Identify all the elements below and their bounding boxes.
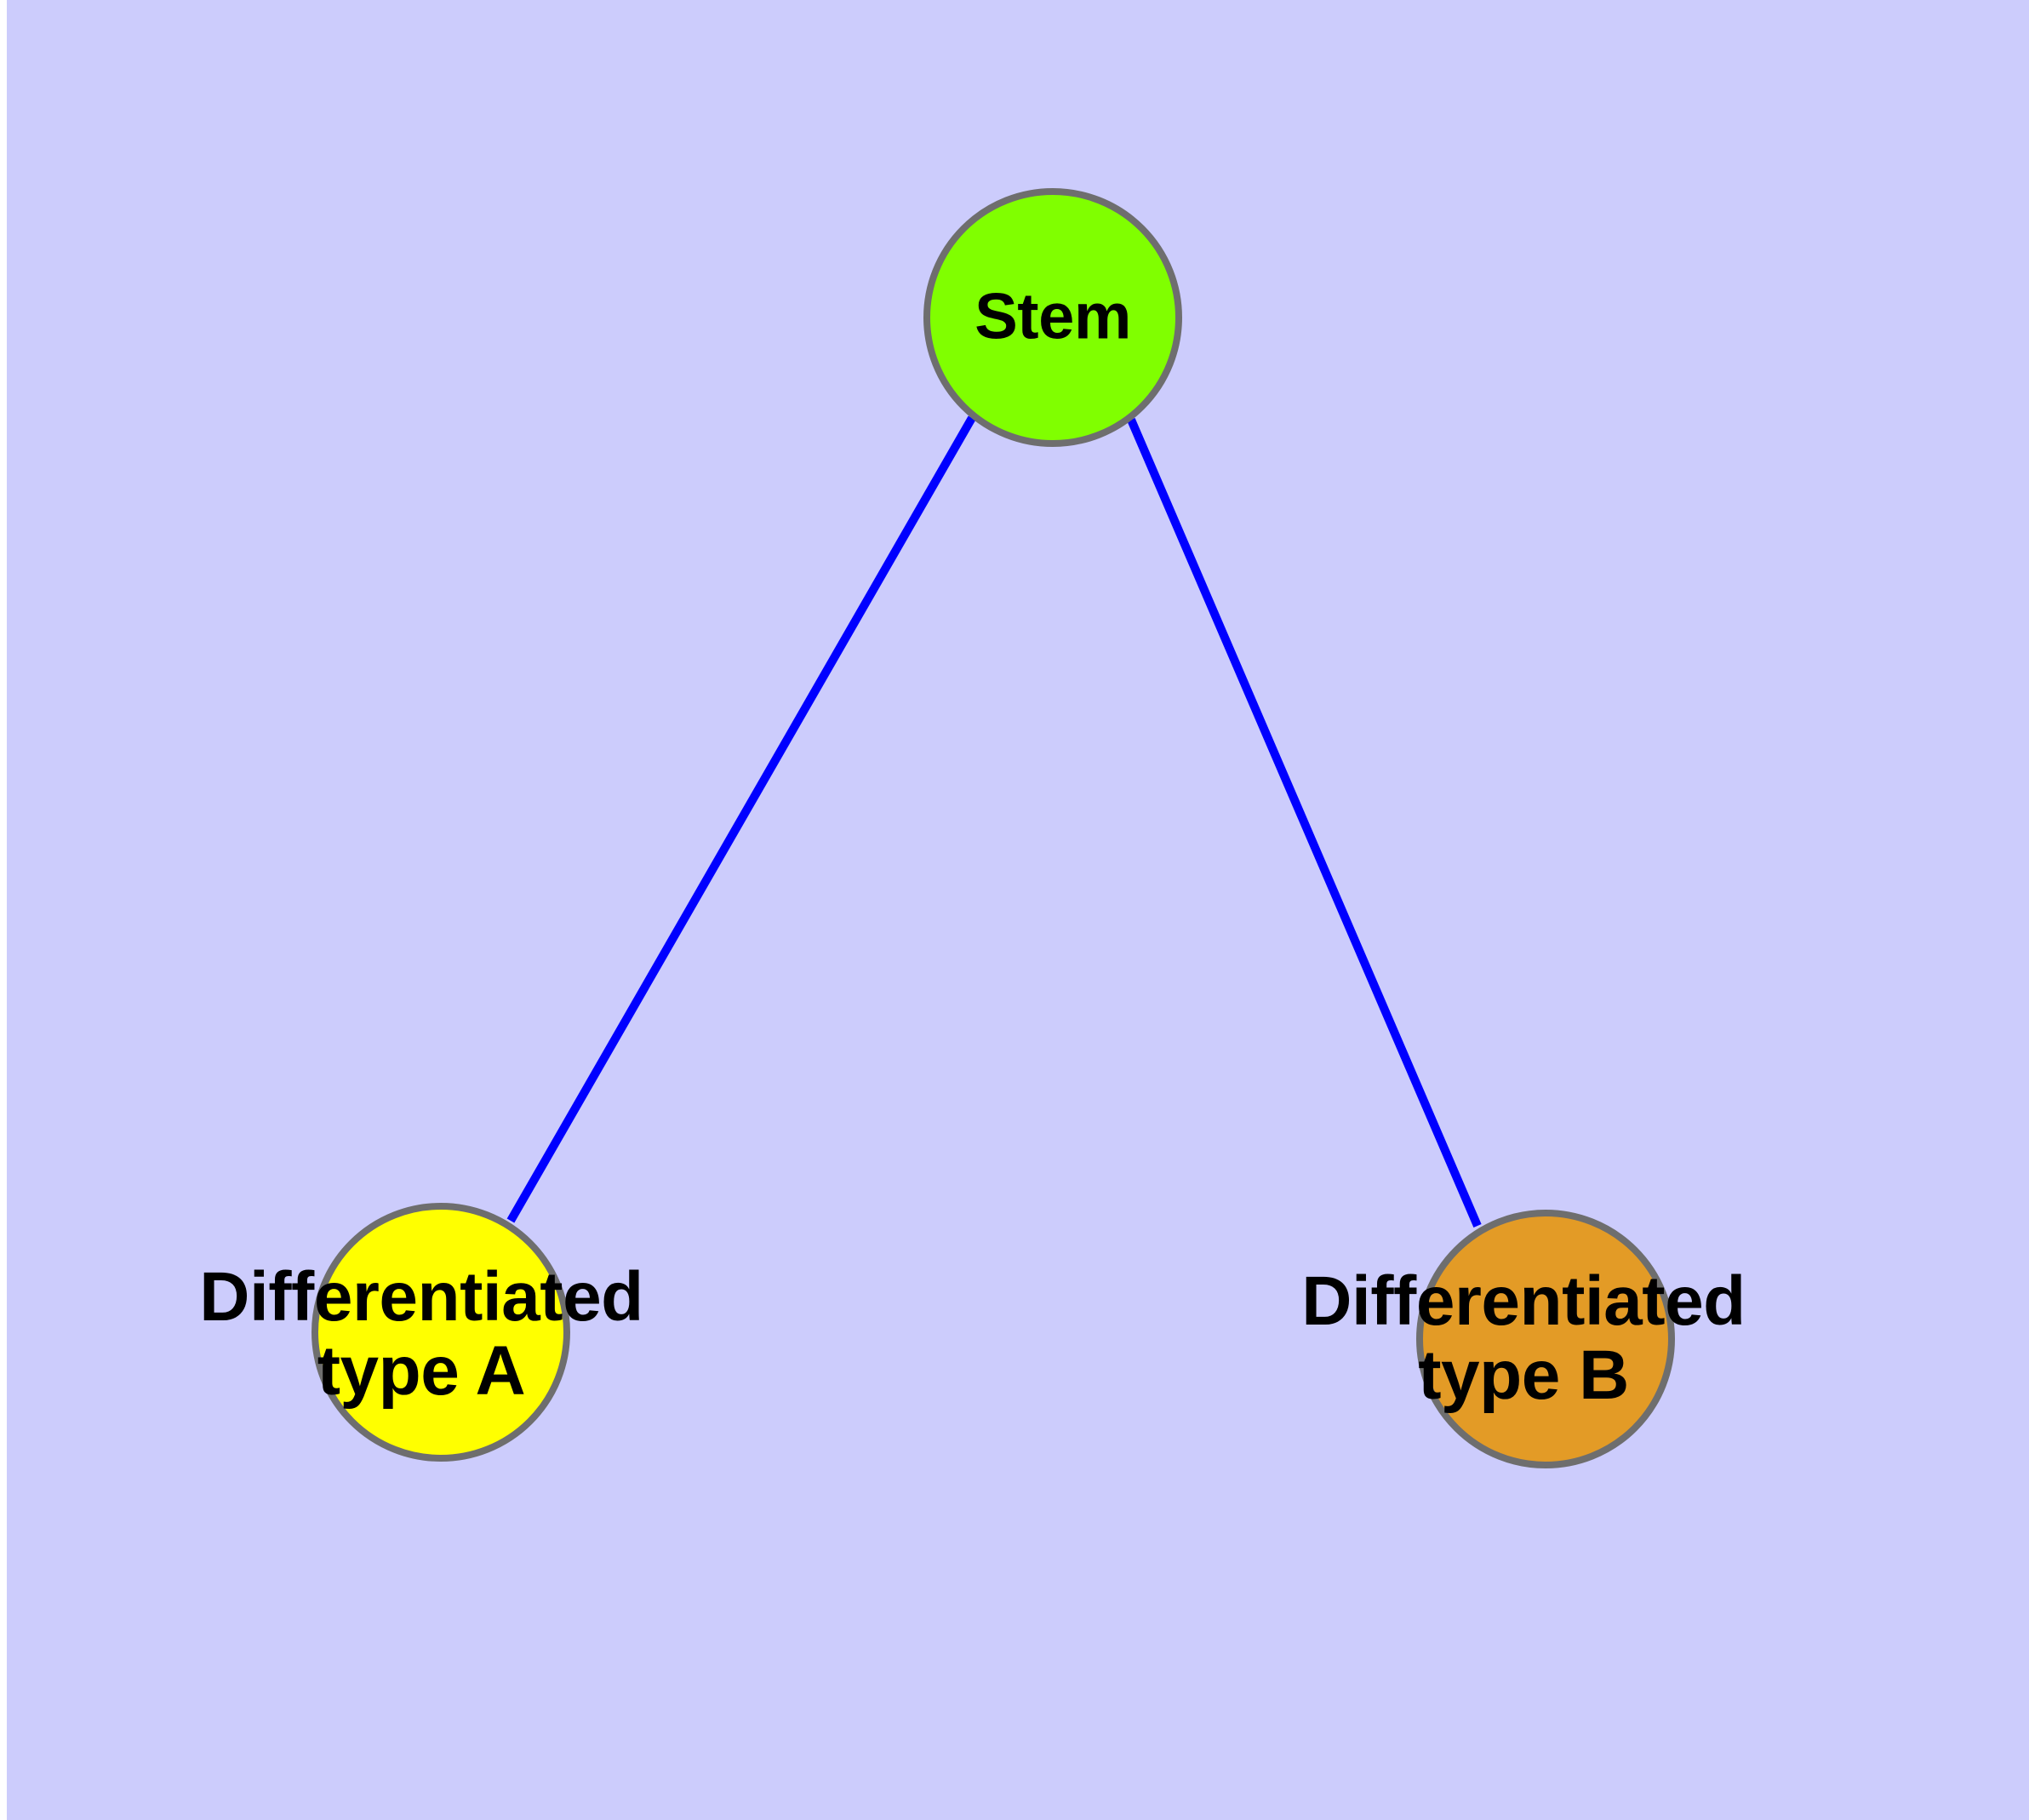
edge-stem-to-diff-b[interactable] — [1127, 418, 1482, 1228]
node-stem[interactable] — [923, 188, 1182, 447]
node-diff-b[interactable] — [1416, 1210, 1675, 1468]
node-layer — [311, 188, 1675, 1468]
edge-stem-to-diff-a[interactable] — [506, 415, 976, 1223]
edge-layer — [506, 415, 1482, 1228]
node-diff-a[interactable] — [311, 1203, 570, 1462]
